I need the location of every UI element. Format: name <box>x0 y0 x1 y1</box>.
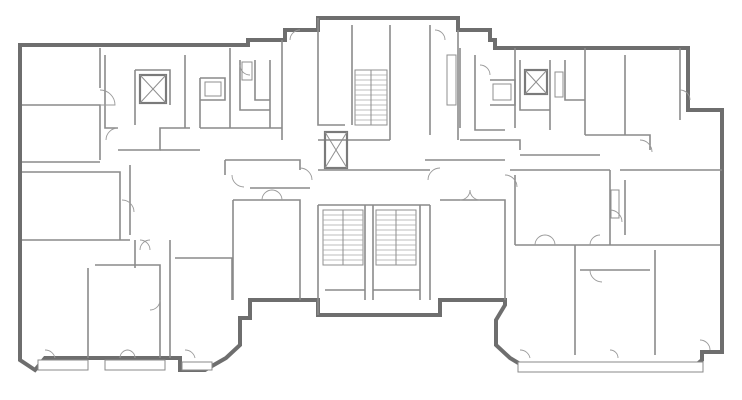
elevator-shaft-icon <box>323 130 349 170</box>
lower-left-stair <box>322 209 364 266</box>
lower-right-stair <box>375 209 417 266</box>
balconies <box>37 359 704 373</box>
central-core <box>317 18 459 315</box>
staircase-icon <box>322 69 417 266</box>
service-shafts <box>138 68 549 105</box>
right-wing-rooms <box>425 48 722 355</box>
fixtures <box>204 54 620 219</box>
upper-stair <box>354 69 388 126</box>
left-wing-rooms <box>22 40 310 358</box>
